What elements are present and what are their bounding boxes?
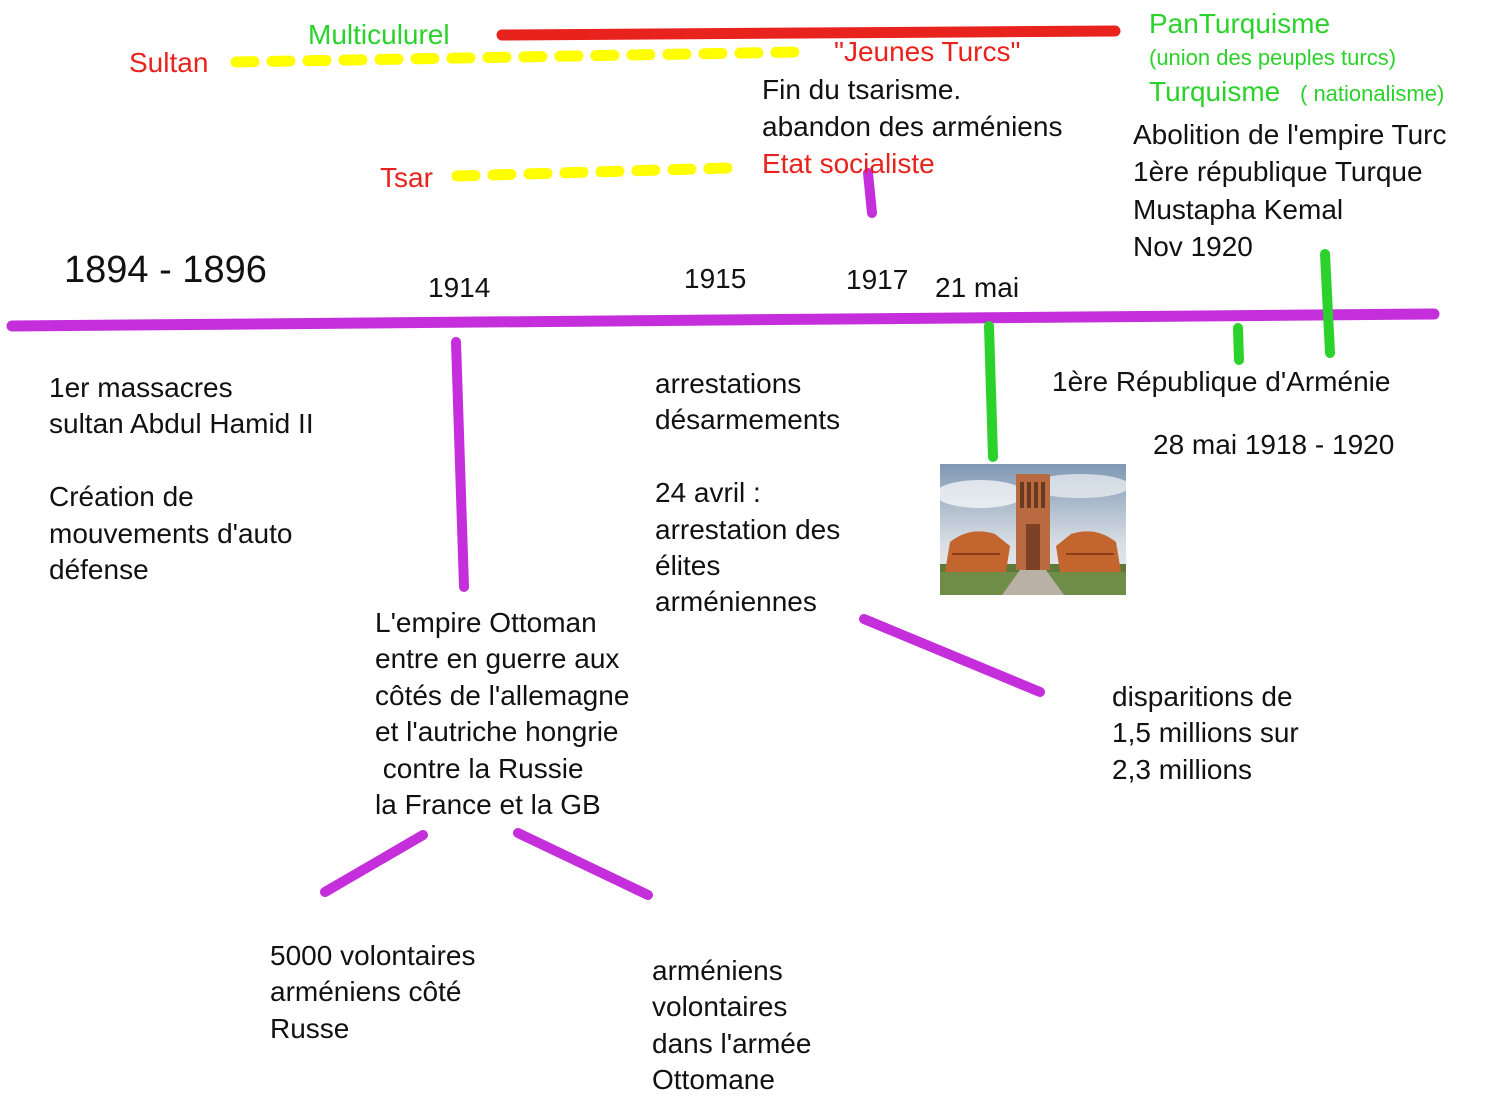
turquisme-label: Turquisme (1149, 76, 1281, 107)
tsar-label: Tsar (380, 162, 433, 193)
sultan-label: Sultan (129, 47, 209, 78)
sultan-dashed-line (230, 46, 806, 68)
marker-21-mai (984, 321, 998, 462)
connector-1914 (451, 337, 469, 592)
jeunes-turcs-line (496, 25, 1121, 41)
date-1915: 1915 (684, 263, 747, 294)
date-1914: 1914 (428, 272, 491, 303)
connector-volontaires-ottoman (513, 828, 653, 900)
disparitions-text: disparitions de 1,5 millions sur 2,3 mil… (1112, 681, 1299, 785)
memorial-photo (940, 464, 1126, 595)
event-1914-text: L'empire Ottoman entre en guerre aux côt… (375, 607, 630, 820)
connector-1917 (863, 168, 877, 218)
connector-volontaires-russe (320, 830, 428, 897)
event-1915-text: arrestations désarmements 24 avril : arr… (655, 368, 841, 618)
marker-nov-1920 (1320, 249, 1335, 358)
republique-armenie-text: 1ère République d'Arménie (1052, 366, 1391, 397)
panturquisme-note: (union des peuples turcs) (1149, 45, 1397, 70)
republique-dates-text: 28 mai 1918 - 1920 (1153, 429, 1395, 460)
republique-turque-text: 1ère république Turque (1133, 156, 1423, 187)
abolition-empire-text: Abolition de l'empire Turc (1133, 119, 1447, 150)
date-21-mai: 21 mai (935, 272, 1020, 303)
turquisme-note: ( nationalisme) (1300, 81, 1445, 106)
fin-tsarisme-text: Fin du tsarisme. (762, 74, 962, 105)
etat-socialiste-text: Etat socialiste (762, 148, 935, 179)
marker-1918 (1233, 323, 1244, 365)
panturquisme-label: PanTurquisme (1149, 8, 1331, 39)
date-1917: 1917 (846, 264, 909, 295)
multiculturel-label: Multiculurel (308, 19, 450, 50)
connector-1915-result (859, 614, 1045, 697)
volontaires-russe-text: 5000 volontaires arméniens côté Russe (270, 940, 476, 1044)
main-timeline (6, 308, 1440, 332)
abandon-armeniens-text: abandon des arméniens (762, 111, 1063, 142)
date-1894-1896: 1894 - 1896 (64, 249, 267, 291)
tsar-dashed-line (451, 162, 734, 182)
event-1894-text: 1er massacres sultan Abdul Hamid II Créa… (49, 372, 314, 585)
nov-1920-text: Nov 1920 (1133, 231, 1253, 262)
volontaires-ottoman-text: arméniens volontaires dans l'armée Ottom… (652, 955, 812, 1096)
jeunes-turcs-label: "Jeunes Turcs" (834, 36, 1021, 67)
mustapha-kemal-text: Mustapha Kemal (1133, 194, 1344, 225)
